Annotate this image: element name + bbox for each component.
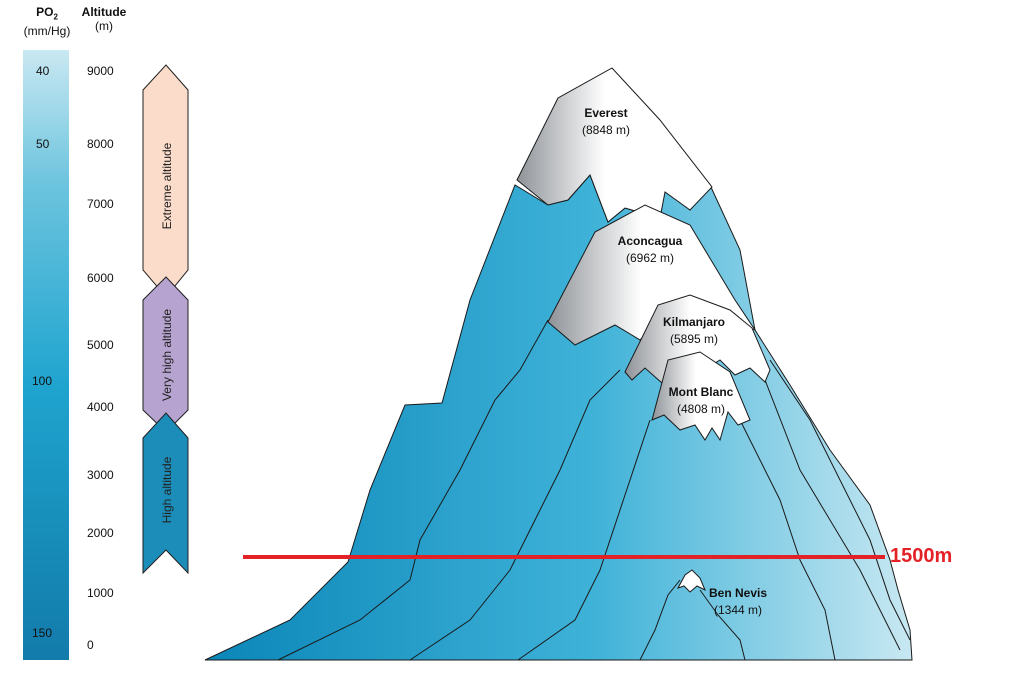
mountain-height-aconcagua: (6962 m)	[626, 251, 674, 265]
ridge-line	[409, 369, 621, 661]
po2-gradient-bar	[23, 50, 69, 660]
altitude-tick: 5000	[87, 338, 114, 352]
altitude-tick: 8000	[87, 137, 114, 151]
altitude-tick: 7000	[87, 197, 114, 211]
ridge-line	[764, 379, 901, 651]
altitude-header: Altitude (m)	[76, 5, 132, 33]
altitude-tick: 1000	[87, 586, 114, 600]
mountain-name-aconcagua: Aconcagua	[618, 234, 683, 248]
snowcap-ben-nevis	[676, 569, 706, 593]
altitude-tick: 3000	[87, 468, 114, 482]
altitude-tick: 2000	[87, 526, 114, 540]
po2-tick: 150	[32, 626, 53, 640]
po2-unit: (mm/Hg)	[23, 24, 71, 39]
snowcap-aconcagua	[547, 204, 757, 346]
mountain-height-kilimanjaro: (5895 m)	[670, 332, 718, 346]
zone-label-extreme: Extreme altitude	[160, 142, 174, 229]
altitude-marker-label: 1500m	[890, 545, 952, 567]
ridge-line	[277, 319, 549, 661]
mountain-height-everest: (8848 m)	[582, 123, 630, 137]
altitude-tick: 0	[87, 638, 94, 652]
ridge-line	[769, 359, 911, 641]
mountain-name-ben-nevis: Ben Nevis	[709, 586, 767, 600]
mountain-name-everest: Everest	[584, 106, 627, 120]
mountain-name-mont-blanc: Mont Blanc	[669, 385, 734, 399]
ridge-line	[739, 419, 836, 661]
zone-arrow-extreme	[142, 64, 189, 298]
zone-arrow-very-high	[142, 276, 189, 433]
altitude-unit: (m)	[95, 19, 113, 33]
ridge-line	[517, 419, 651, 661]
snowcap-everest	[516, 67, 713, 223]
po2-tick: 40	[36, 64, 50, 78]
zone-label-high: High altitude	[160, 456, 174, 523]
mountain-body	[204, 174, 913, 661]
mountain-height-ben-nevis: (1344 m)	[714, 603, 762, 617]
mountain-height-mont-blanc: (4808 m)	[677, 402, 725, 416]
altitude-tick: 9000	[87, 64, 114, 78]
snowcap-mont-blanc	[651, 351, 751, 442]
ridge-line	[699, 589, 746, 661]
po2-tick: 100	[32, 374, 53, 388]
po2-tick: 50	[36, 137, 50, 151]
snowcap-kilimanjaro	[624, 294, 771, 384]
zone-arrow-high	[142, 412, 189, 575]
altitude-title: Altitude	[81, 5, 127, 19]
po2-header: PO2 (mm/Hg)	[18, 5, 76, 38]
po2-title: PO	[36, 5, 54, 19]
zone-label-very-high: Very high altitude	[160, 309, 174, 401]
po2-subscript: 2	[53, 12, 58, 22]
mountain-name-kilimanjaro: Kilmanjaro	[663, 315, 725, 329]
ridge-line	[639, 579, 681, 661]
altitude-tick: 6000	[87, 271, 114, 285]
altitude-tick: 4000	[87, 400, 114, 414]
